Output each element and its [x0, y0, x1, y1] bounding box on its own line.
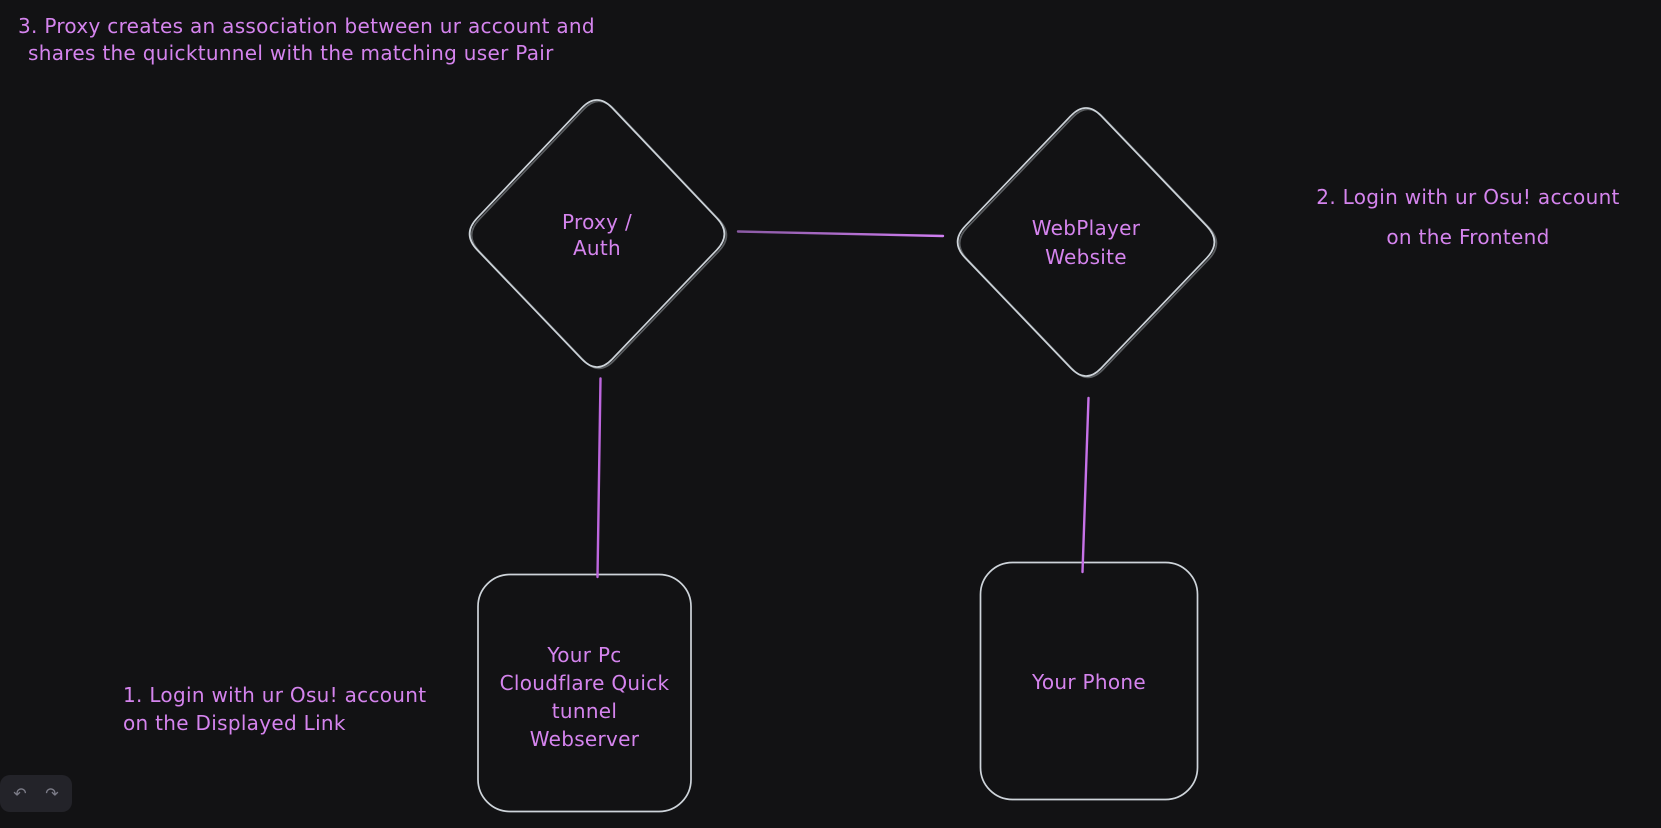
phone-box-label-line1: Your Phone: [1031, 670, 1146, 694]
proxy-auth-label[interactable]: Proxy / Auth: [462, 209, 732, 261]
proxy-auth-label-line1: Proxy /: [562, 210, 632, 234]
connector-proxy-pc[interactable]: [596, 377, 602, 579]
annotation-step3[interactable]: 3. Proxy creates an association between …: [18, 13, 595, 67]
phone-box-label[interactable]: Your Phone: [980, 668, 1198, 696]
connector-webplayer-phone[interactable]: [1081, 396, 1090, 574]
annotation-step1[interactable]: 1. Login with ur Osu! account on the Dis…: [123, 681, 426, 737]
annotation-step3-line1: 3. Proxy creates an association between …: [18, 14, 595, 38]
undo-button[interactable]: ↶: [9, 782, 31, 806]
phone-box[interactable]: [979, 561, 1199, 801]
pc-box-label-line1: Your Pc: [547, 643, 622, 667]
pc-box-label-line2: Cloudflare Quick: [499, 671, 670, 695]
pc-box[interactable]: [477, 573, 692, 813]
annotation-step2-line2: on the Frontend: [1386, 225, 1550, 249]
pc-box-label-line4: Webserver: [529, 727, 640, 751]
undo-redo-toolbar: ↶ ↷: [0, 775, 72, 812]
redo-icon: ↷: [45, 783, 59, 803]
annotation-step3-line2: shares the quicktunnel with the matching…: [28, 41, 554, 65]
proxy-auth-label-line2: Auth: [572, 236, 622, 260]
annotation-step2-line1: 2. Login with ur Osu! account: [1316, 185, 1620, 209]
undo-icon: ↶: [13, 783, 27, 803]
pc-box-label-line3: tunnel: [551, 699, 618, 723]
webplayer-label-line2: Website: [1045, 245, 1127, 269]
annotation-step2[interactable]: 2. Login with ur Osu! account on the Fro…: [1302, 177, 1634, 257]
annotation-step1-line2: on the Displayed Link: [123, 711, 346, 735]
redo-button[interactable]: ↷: [41, 782, 63, 806]
webplayer-label[interactable]: WebPlayer Website: [950, 214, 1222, 272]
pc-box-label[interactable]: Your Pc Cloudflare Quick tunnel Webserve…: [477, 641, 692, 753]
connector-proxy-webplayer[interactable]: [736, 230, 945, 238]
webplayer-label-line1: WebPlayer: [1031, 216, 1141, 240]
annotation-step1-line1: 1. Login with ur Osu! account: [123, 683, 427, 707]
